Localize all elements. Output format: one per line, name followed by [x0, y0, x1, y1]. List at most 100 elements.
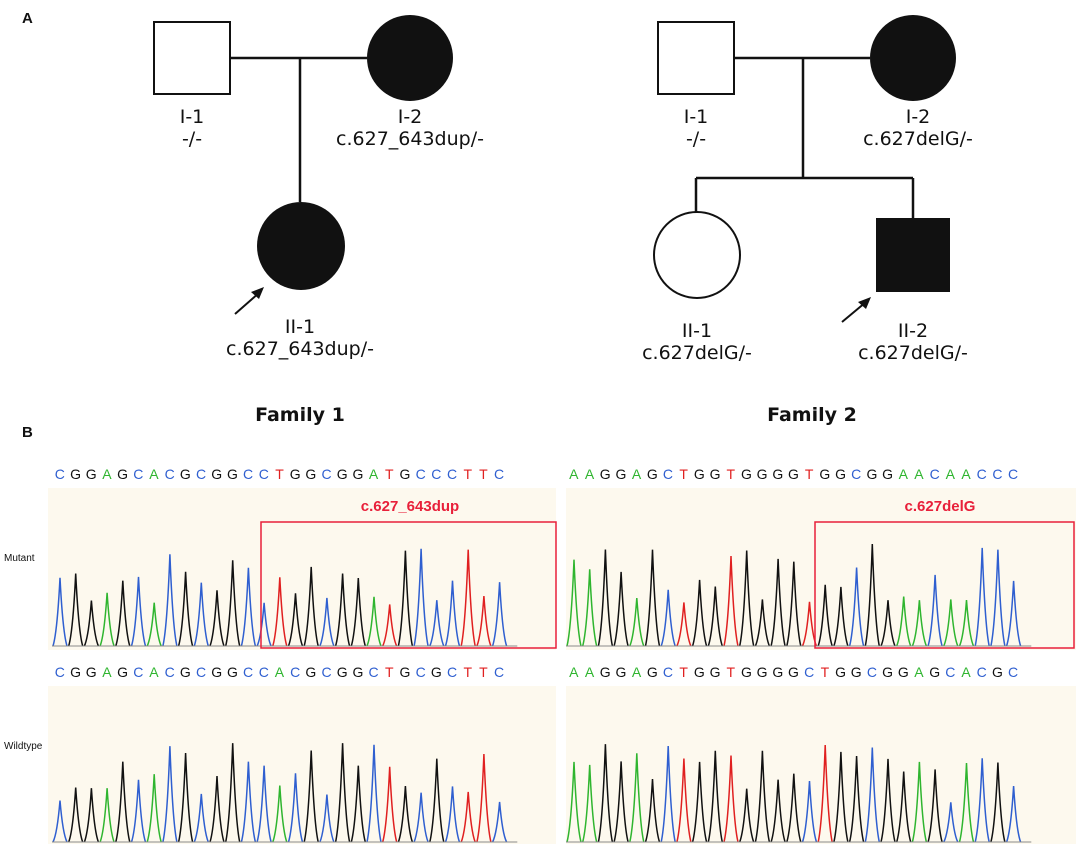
trace-peak — [911, 600, 928, 647]
base-call: G — [756, 466, 768, 482]
trace-peak — [209, 590, 225, 647]
family1-proband-arrowhead — [251, 287, 264, 299]
trace-peak — [566, 559, 582, 647]
base-call: C — [54, 466, 65, 482]
base-call: C — [929, 466, 940, 482]
trace-peak — [738, 550, 755, 647]
family1-mother-id: I-2 — [397, 106, 423, 128]
family1-mother-circle — [367, 15, 453, 101]
base-call: G — [819, 466, 831, 482]
trace-peak — [990, 549, 1006, 647]
trace-peak — [754, 599, 771, 647]
trace-peak — [581, 569, 598, 647]
trace-peak — [880, 600, 896, 647]
trace-peak — [256, 765, 272, 843]
base-call: A — [961, 664, 971, 680]
base-call: G — [882, 466, 894, 482]
trace-peak — [334, 573, 351, 647]
base-call: G — [709, 664, 721, 680]
trace-peak — [723, 556, 739, 647]
base-call: C — [54, 664, 65, 680]
base-call: C — [851, 466, 862, 482]
trace-peak — [240, 761, 257, 843]
base-call: G — [85, 466, 97, 482]
trace-peak — [770, 558, 786, 647]
base-call: C — [243, 466, 254, 482]
base-call: G — [336, 466, 348, 482]
base-call: C — [195, 664, 207, 680]
trace-peak — [660, 589, 676, 647]
base-call: G — [211, 466, 223, 482]
mutant-row-label: Mutant — [4, 553, 35, 564]
family2-mutation-box — [814, 521, 1075, 649]
base-call: C — [258, 664, 269, 680]
trace-peak — [786, 773, 802, 843]
family2-mother-id: I-2 — [905, 106, 931, 128]
trace-peak — [676, 602, 692, 647]
trace-peak — [644, 549, 661, 647]
trace-peak — [303, 566, 319, 647]
trace-peak — [597, 744, 614, 843]
trace-peak — [644, 778, 661, 843]
trace-peak — [162, 554, 178, 647]
trace-peak — [429, 758, 445, 843]
trace-peak — [224, 560, 241, 647]
base-call: A — [914, 664, 924, 680]
base-call: G — [179, 466, 191, 482]
base-call: C — [258, 466, 269, 482]
trace-peak — [256, 602, 272, 647]
trace-peak — [99, 788, 115, 843]
family1-title: Family 1 — [255, 404, 345, 426]
trace-peak — [958, 762, 975, 843]
base-call: G — [352, 466, 364, 482]
trace-peak — [444, 786, 461, 843]
base-call: T — [479, 664, 488, 680]
trace-peak — [911, 761, 928, 843]
base-call: G — [740, 664, 752, 680]
trace-peak — [927, 574, 943, 647]
base-call: G — [599, 664, 611, 680]
base-call: A — [149, 664, 159, 680]
base-call: C — [494, 664, 505, 680]
base-call: C — [321, 664, 332, 680]
trace-peak — [146, 602, 162, 647]
trace-peak — [707, 586, 724, 647]
base-call: G — [599, 466, 611, 482]
trace-peak — [303, 750, 319, 843]
trace-peak — [691, 579, 708, 647]
base-call: G — [226, 466, 238, 482]
base-call: C — [164, 664, 175, 680]
base-call: G — [226, 664, 238, 680]
trace-peak — [319, 597, 335, 647]
base-call: G — [693, 664, 705, 680]
family1-proband-circle — [257, 202, 345, 290]
trace-peak — [382, 604, 398, 647]
trace-peak — [83, 788, 100, 843]
trace-peak — [613, 571, 629, 647]
family2-father-label: I-1 -/- — [646, 106, 746, 150]
trace-peak — [770, 779, 786, 843]
trace-peak — [864, 747, 881, 843]
trace-peak — [115, 580, 131, 647]
base-call: A — [569, 466, 579, 482]
family2-sibling-label: II-1 c.627delG/- — [617, 320, 777, 364]
trace-peak — [613, 761, 629, 843]
trace-peak — [67, 787, 84, 843]
trace-peak — [476, 596, 492, 647]
trace-peak — [629, 753, 645, 843]
base-call: G — [693, 466, 705, 482]
trace-peak — [193, 793, 209, 843]
base-call: G — [211, 664, 223, 680]
trace-peak — [413, 792, 429, 843]
base-call: C — [1008, 664, 1019, 680]
base-call: A — [102, 466, 112, 482]
trace-peak — [896, 596, 912, 647]
base-call: G — [70, 466, 81, 482]
trace-peak — [350, 577, 367, 647]
base-call: C — [662, 466, 674, 482]
trace-peak — [83, 600, 100, 647]
base-call: G — [882, 664, 894, 680]
